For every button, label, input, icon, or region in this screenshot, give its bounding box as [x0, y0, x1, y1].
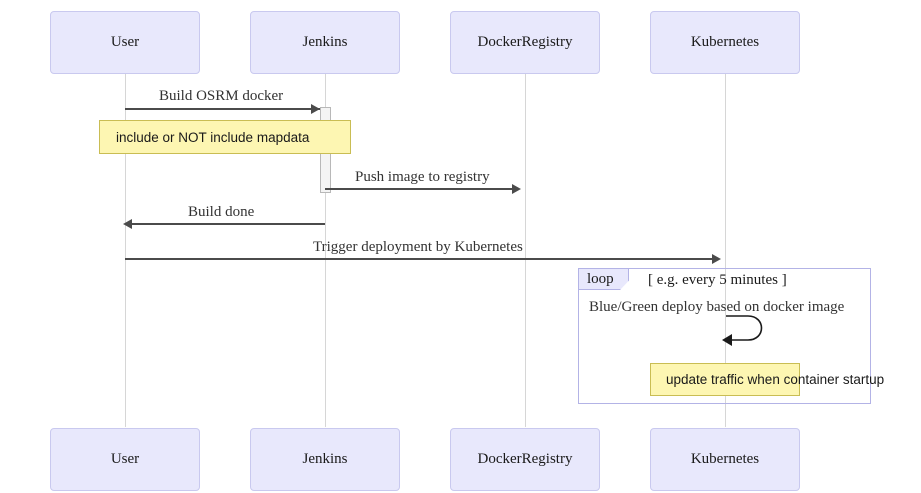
lifeline-kubernetes [725, 74, 726, 427]
message-line-trigger-deployment [125, 258, 714, 260]
participant-dockerregistry-footer[interactable]: DockerRegistry [450, 428, 600, 491]
lifeline-user [125, 74, 126, 427]
note-include-or-not-include-mapdata: include or NOT include mapdata [99, 120, 351, 154]
participant-label: DockerRegistry [477, 34, 573, 50]
message-line-push-image-to-registry [325, 188, 514, 190]
participant-kubernetes-header[interactable]: Kubernetes [650, 11, 800, 74]
participant-label: Jenkins [302, 34, 348, 50]
participant-label: Kubernetes [690, 34, 760, 50]
note-update-traffic-text: update traffic when container startup [666, 372, 885, 387]
arrowhead-right-icon [712, 254, 721, 264]
note-update-traffic [650, 363, 800, 396]
message-line-build-done [132, 223, 325, 225]
self-message-loop-kubernetes [722, 315, 763, 346]
fragment-loop-tab: loop [579, 269, 629, 290]
lifeline-dockerregistry [525, 74, 526, 427]
message-label-trigger-deployment: Trigger deployment by Kubernetes [313, 239, 523, 255]
fragment-kind-label: loop [587, 270, 614, 287]
arrowhead-right-icon [512, 184, 521, 194]
message-line-build-osrm-docker [125, 108, 320, 110]
arrowhead-right-icon [311, 104, 320, 114]
participant-label: Kubernetes [690, 451, 760, 467]
message-label-build-done: Build done [188, 204, 255, 220]
participant-jenkins-footer[interactable]: Jenkins [250, 428, 400, 491]
arrowhead-left-icon [123, 219, 132, 229]
message-label-bluegreen-deploy: Blue/Green deploy based on docker image [589, 299, 845, 315]
lifeline-jenkins [325, 74, 326, 427]
note-text: include or NOT include mapdata [116, 129, 310, 145]
participant-label: User [110, 451, 140, 467]
participant-kubernetes-footer[interactable]: Kubernetes [650, 428, 800, 491]
participant-user-header[interactable]: User [50, 11, 200, 74]
participant-dockerregistry-header[interactable]: DockerRegistry [450, 11, 600, 74]
participant-label: DockerRegistry [477, 451, 573, 467]
participant-user-footer[interactable]: User [50, 428, 200, 491]
participant-label: User [110, 34, 140, 50]
fragment-loop-box [578, 268, 871, 404]
message-label-build-osrm-docker: Build OSRM docker [159, 88, 284, 104]
participant-jenkins-header[interactable]: Jenkins [250, 11, 400, 74]
message-label-push-image-to-registry: Push image to registry [355, 169, 490, 185]
fragment-loop-condition: [ e.g. every 5 minutes ] [648, 272, 787, 288]
participant-label: Jenkins [302, 451, 348, 467]
